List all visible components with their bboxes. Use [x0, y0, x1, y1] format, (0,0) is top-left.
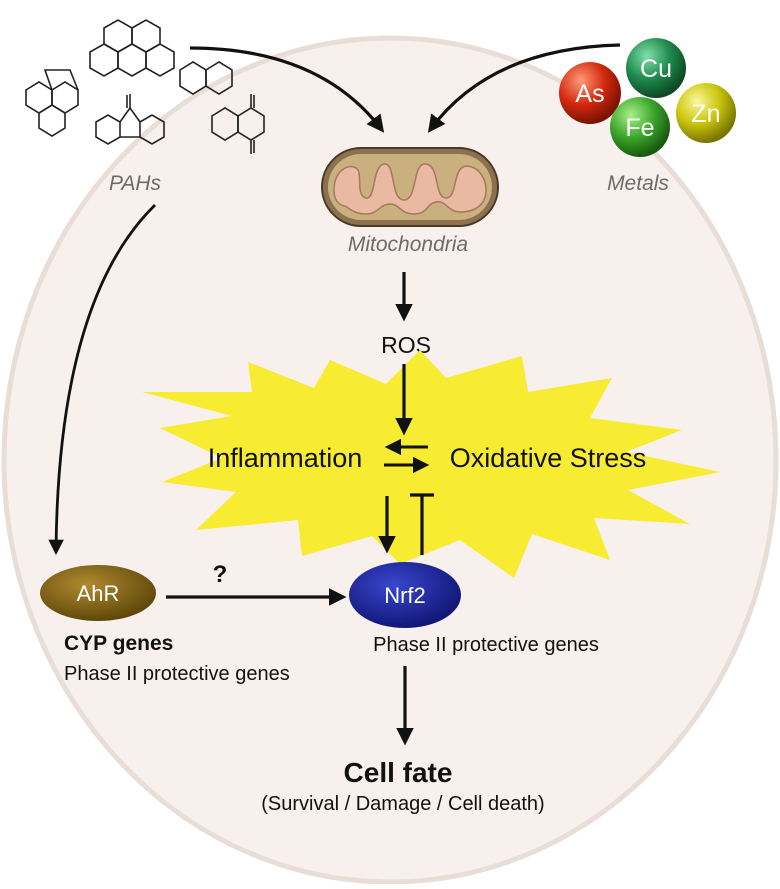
- metal-symbol-as: As: [575, 80, 604, 108]
- nrf2-node: [349, 562, 461, 628]
- arrow-pahs-to-ahr: [48, 204, 156, 556]
- pahs-label: PAHs: [109, 172, 162, 195]
- nrf2-label: Nrf2: [384, 583, 426, 608]
- question-mark: ?: [213, 561, 228, 588]
- arrow-pahs-to-mitochondria: [189, 46, 385, 133]
- ahr-label: AhR: [77, 581, 120, 606]
- cell-fate-label: Cell fate: [344, 757, 453, 788]
- metal-sphere-as: As: [559, 62, 621, 124]
- pah-structures-icon: [25, 19, 265, 154]
- stress-burst: [142, 350, 720, 578]
- mitochondria-icon: [321, 147, 499, 227]
- inflammation-label: Inflammation: [208, 443, 363, 473]
- metal-symbol-zn: Zn: [691, 100, 720, 128]
- cell-fate-subtitle: (Survival / Damage / Cell death): [261, 793, 544, 815]
- metal-sphere-cu: Cu: [626, 38, 686, 98]
- mitochondria-label: Mitochondria: [348, 233, 468, 256]
- oxidative-stress-label: Oxidative Stress: [450, 443, 647, 473]
- ahr-node: [40, 565, 156, 621]
- metals-label: Metals: [607, 172, 669, 195]
- cyp-genes-label: CYP genes: [64, 632, 173, 655]
- ahr-phase2-label: Phase II protective genes: [64, 663, 290, 685]
- metal-symbol-cu: Cu: [640, 55, 672, 83]
- metal-symbol-fe: Fe: [625, 114, 654, 142]
- metal-sphere-fe: Fe: [610, 97, 670, 157]
- nrf2-phase2-label: Phase II protective genes: [373, 634, 599, 656]
- metal-sphere-zn: Zn: [676, 83, 736, 143]
- arrow-metals-to-mitochondria: [427, 43, 621, 133]
